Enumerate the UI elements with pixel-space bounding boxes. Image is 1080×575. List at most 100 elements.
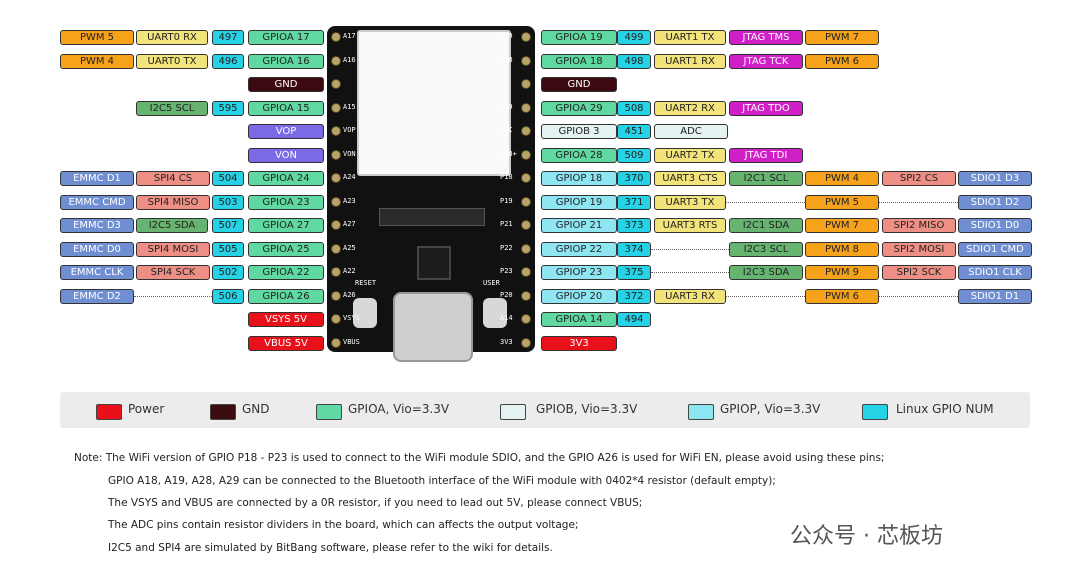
- pin-label-uart2-rx: UART2 RX: [654, 100, 726, 116]
- pin-label-pwm-7: PWM 7: [805, 30, 879, 45]
- board-pin: [331, 149, 341, 160]
- pin-label-503: 503: [212, 194, 244, 210]
- pin-label-spi4-cs: SPI4 CS: [136, 171, 210, 186]
- pin-label-emmc-d2: EMMC D2: [60, 288, 134, 304]
- silk-label: P20: [500, 290, 513, 299]
- board-pin: [331, 243, 341, 254]
- pin-label-gnd: GND: [248, 77, 324, 92]
- pin-label-499: 499: [617, 30, 651, 45]
- silk-label: A29: [500, 102, 513, 111]
- connector-line: [134, 295, 212, 297]
- pin-label-jtag-tdo: JTAG TDO: [729, 100, 803, 116]
- silk-label: 3V3: [500, 337, 513, 346]
- silk-label: VBUS: [343, 337, 360, 346]
- pin-label-505: 505: [212, 241, 244, 257]
- legend-swatch-gnd: [210, 404, 236, 420]
- pin-label-spi2-miso: SPI2 MISO: [882, 218, 956, 233]
- legend-label-gnd: GND: [242, 402, 270, 416]
- connector-line: [726, 201, 805, 203]
- pin-label-504: 504: [212, 171, 244, 186]
- pin-label-uart0-tx: UART0 TX: [136, 53, 208, 69]
- legend-swatch-gpiob: [500, 404, 526, 420]
- silk-label: A16: [343, 55, 356, 64]
- pin-label-uart1-tx: UART1 TX: [654, 30, 726, 45]
- board-pin: [331, 337, 341, 348]
- silk-label: P22: [500, 243, 513, 252]
- pin-label-uart3-cts: UART3 CTS: [654, 171, 726, 186]
- silk-label: A25: [343, 243, 356, 252]
- pin-label-pwm-7: PWM 7: [805, 218, 879, 233]
- reset-button: [353, 298, 377, 328]
- pin-label-3v3: 3V3: [541, 335, 617, 351]
- pin-label-sdio1-d1: SDIO1 D1: [958, 288, 1032, 304]
- board-pin: [521, 337, 531, 348]
- legend-swatch-gpiop: [688, 404, 714, 420]
- note-line: GPIO A18, A19, A28, A29 can be connected…: [108, 475, 776, 487]
- pin-label-374: 374: [617, 241, 651, 257]
- pin-label-372: 372: [617, 288, 651, 304]
- board-pin: [331, 79, 341, 89]
- pin-label-pwm-6: PWM 6: [805, 53, 879, 69]
- board-pin: [521, 32, 531, 42]
- pin-label-gpioa-26: GPIOA 26: [248, 288, 324, 304]
- fpc-connector: [379, 208, 485, 226]
- legend-swatch-linux-num: [862, 404, 888, 420]
- silk-label: A18: [500, 55, 513, 64]
- pin-label-375: 375: [617, 265, 651, 280]
- board-pin: [521, 126, 531, 136]
- pin-label-pwm-9: PWM 9: [805, 265, 879, 280]
- silk-label: A22: [343, 267, 356, 275]
- board-pin: [521, 267, 531, 277]
- pin-label-jtag-tck: JTAG TCK: [729, 53, 803, 69]
- legend-label-gpioa: GPIOA, Vio=3.3V: [348, 402, 450, 416]
- board-pin: [521, 196, 531, 207]
- pin-label-pwm-6: PWM 6: [805, 288, 879, 304]
- pin-label-498: 498: [617, 53, 651, 69]
- board-pin: [331, 55, 341, 66]
- board-pin: [521, 290, 531, 301]
- pin-label-uart3-rts: UART3 RTS: [654, 218, 726, 233]
- board-pin: [331, 196, 341, 207]
- legend-swatch-gpioa: [316, 404, 342, 420]
- connector-line: [651, 272, 729, 273]
- pin-label-496: 496: [212, 53, 244, 69]
- pin-label-pwm-5: PWM 5: [805, 194, 879, 210]
- pin-label-uart2-tx: UART2 TX: [654, 147, 726, 163]
- pin-label-spi2-sck: SPI2 SCK: [882, 265, 956, 280]
- legend-label-power: Power: [128, 402, 165, 416]
- connector-line: [726, 295, 805, 297]
- silk-label: A24: [343, 173, 356, 181]
- silk-label: P18: [500, 173, 513, 181]
- board-pin: [521, 55, 531, 66]
- pin-label-jtag-tms: JTAG TMS: [729, 30, 803, 45]
- board-pin: [331, 220, 341, 230]
- board-pin: [331, 314, 341, 324]
- board-pin: [331, 32, 341, 42]
- pin-label-uart3-rx: UART3 RX: [654, 288, 726, 304]
- pin-label-emmc-d0: EMMC D0: [60, 241, 134, 257]
- pin-label-gpiop-20: GPIOP 20: [541, 288, 617, 304]
- pin-label-gpioa-14: GPIOA 14: [541, 312, 617, 327]
- board-pin: [331, 290, 341, 301]
- pin-label-gpioa-23: GPIOA 23: [248, 194, 324, 210]
- silk-label: P21: [500, 220, 513, 228]
- pin-label-gpioa-19: GPIOA 19: [541, 30, 617, 45]
- board-pin: [331, 126, 341, 136]
- pin-label-i2c3-sda: I2C3 SDA: [729, 265, 803, 280]
- pin-label-494: 494: [617, 312, 651, 327]
- board-pin: [521, 149, 531, 160]
- pin-label-i2c5-sda: I2C5 SDA: [136, 218, 208, 233]
- note-line: The ADC pins contain resistor dividers i…: [108, 519, 579, 531]
- note-line: Note: The WiFi version of GPIO P18 - P23…: [74, 452, 885, 464]
- legend-swatch-power: [96, 404, 122, 420]
- usb-c-port: [393, 292, 473, 362]
- pin-label-gpioa-24: GPIOA 24: [248, 171, 324, 186]
- legend-label-gpiob: GPIOB, Vio=3.3V: [536, 402, 638, 416]
- pin-label-pwm-4: PWM 4: [60, 53, 134, 69]
- silk-label: A14: [500, 314, 513, 322]
- board-pin: [521, 79, 531, 89]
- silk-label: ADC: [500, 126, 513, 134]
- pin-label-497: 497: [212, 30, 244, 45]
- silk-label: A28+: [500, 149, 517, 158]
